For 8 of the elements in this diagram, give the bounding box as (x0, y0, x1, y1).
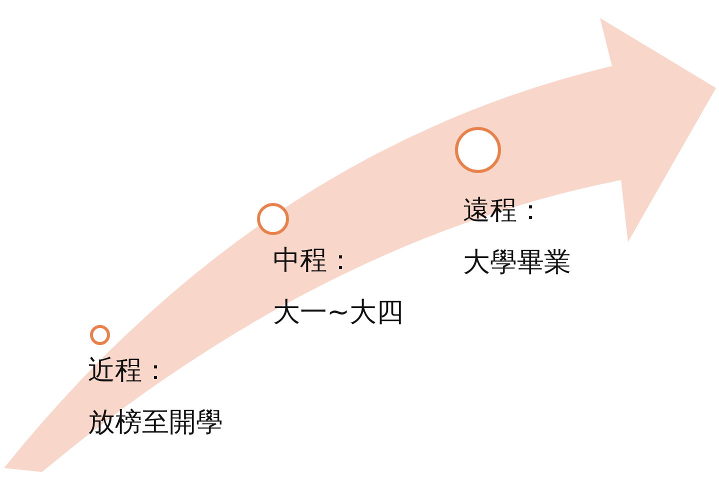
stage-description: 大一~大四 (273, 297, 404, 330)
stage-heading: 遠程： (463, 195, 544, 228)
stage-heading: 中程： (273, 245, 354, 278)
stage-description: 大學畢業 (463, 247, 571, 280)
stage-heading: 近程： (88, 355, 169, 388)
stage-description: 放榜至開學 (88, 407, 223, 440)
milestone-circle (90, 325, 110, 345)
milestone-circle (257, 203, 289, 235)
